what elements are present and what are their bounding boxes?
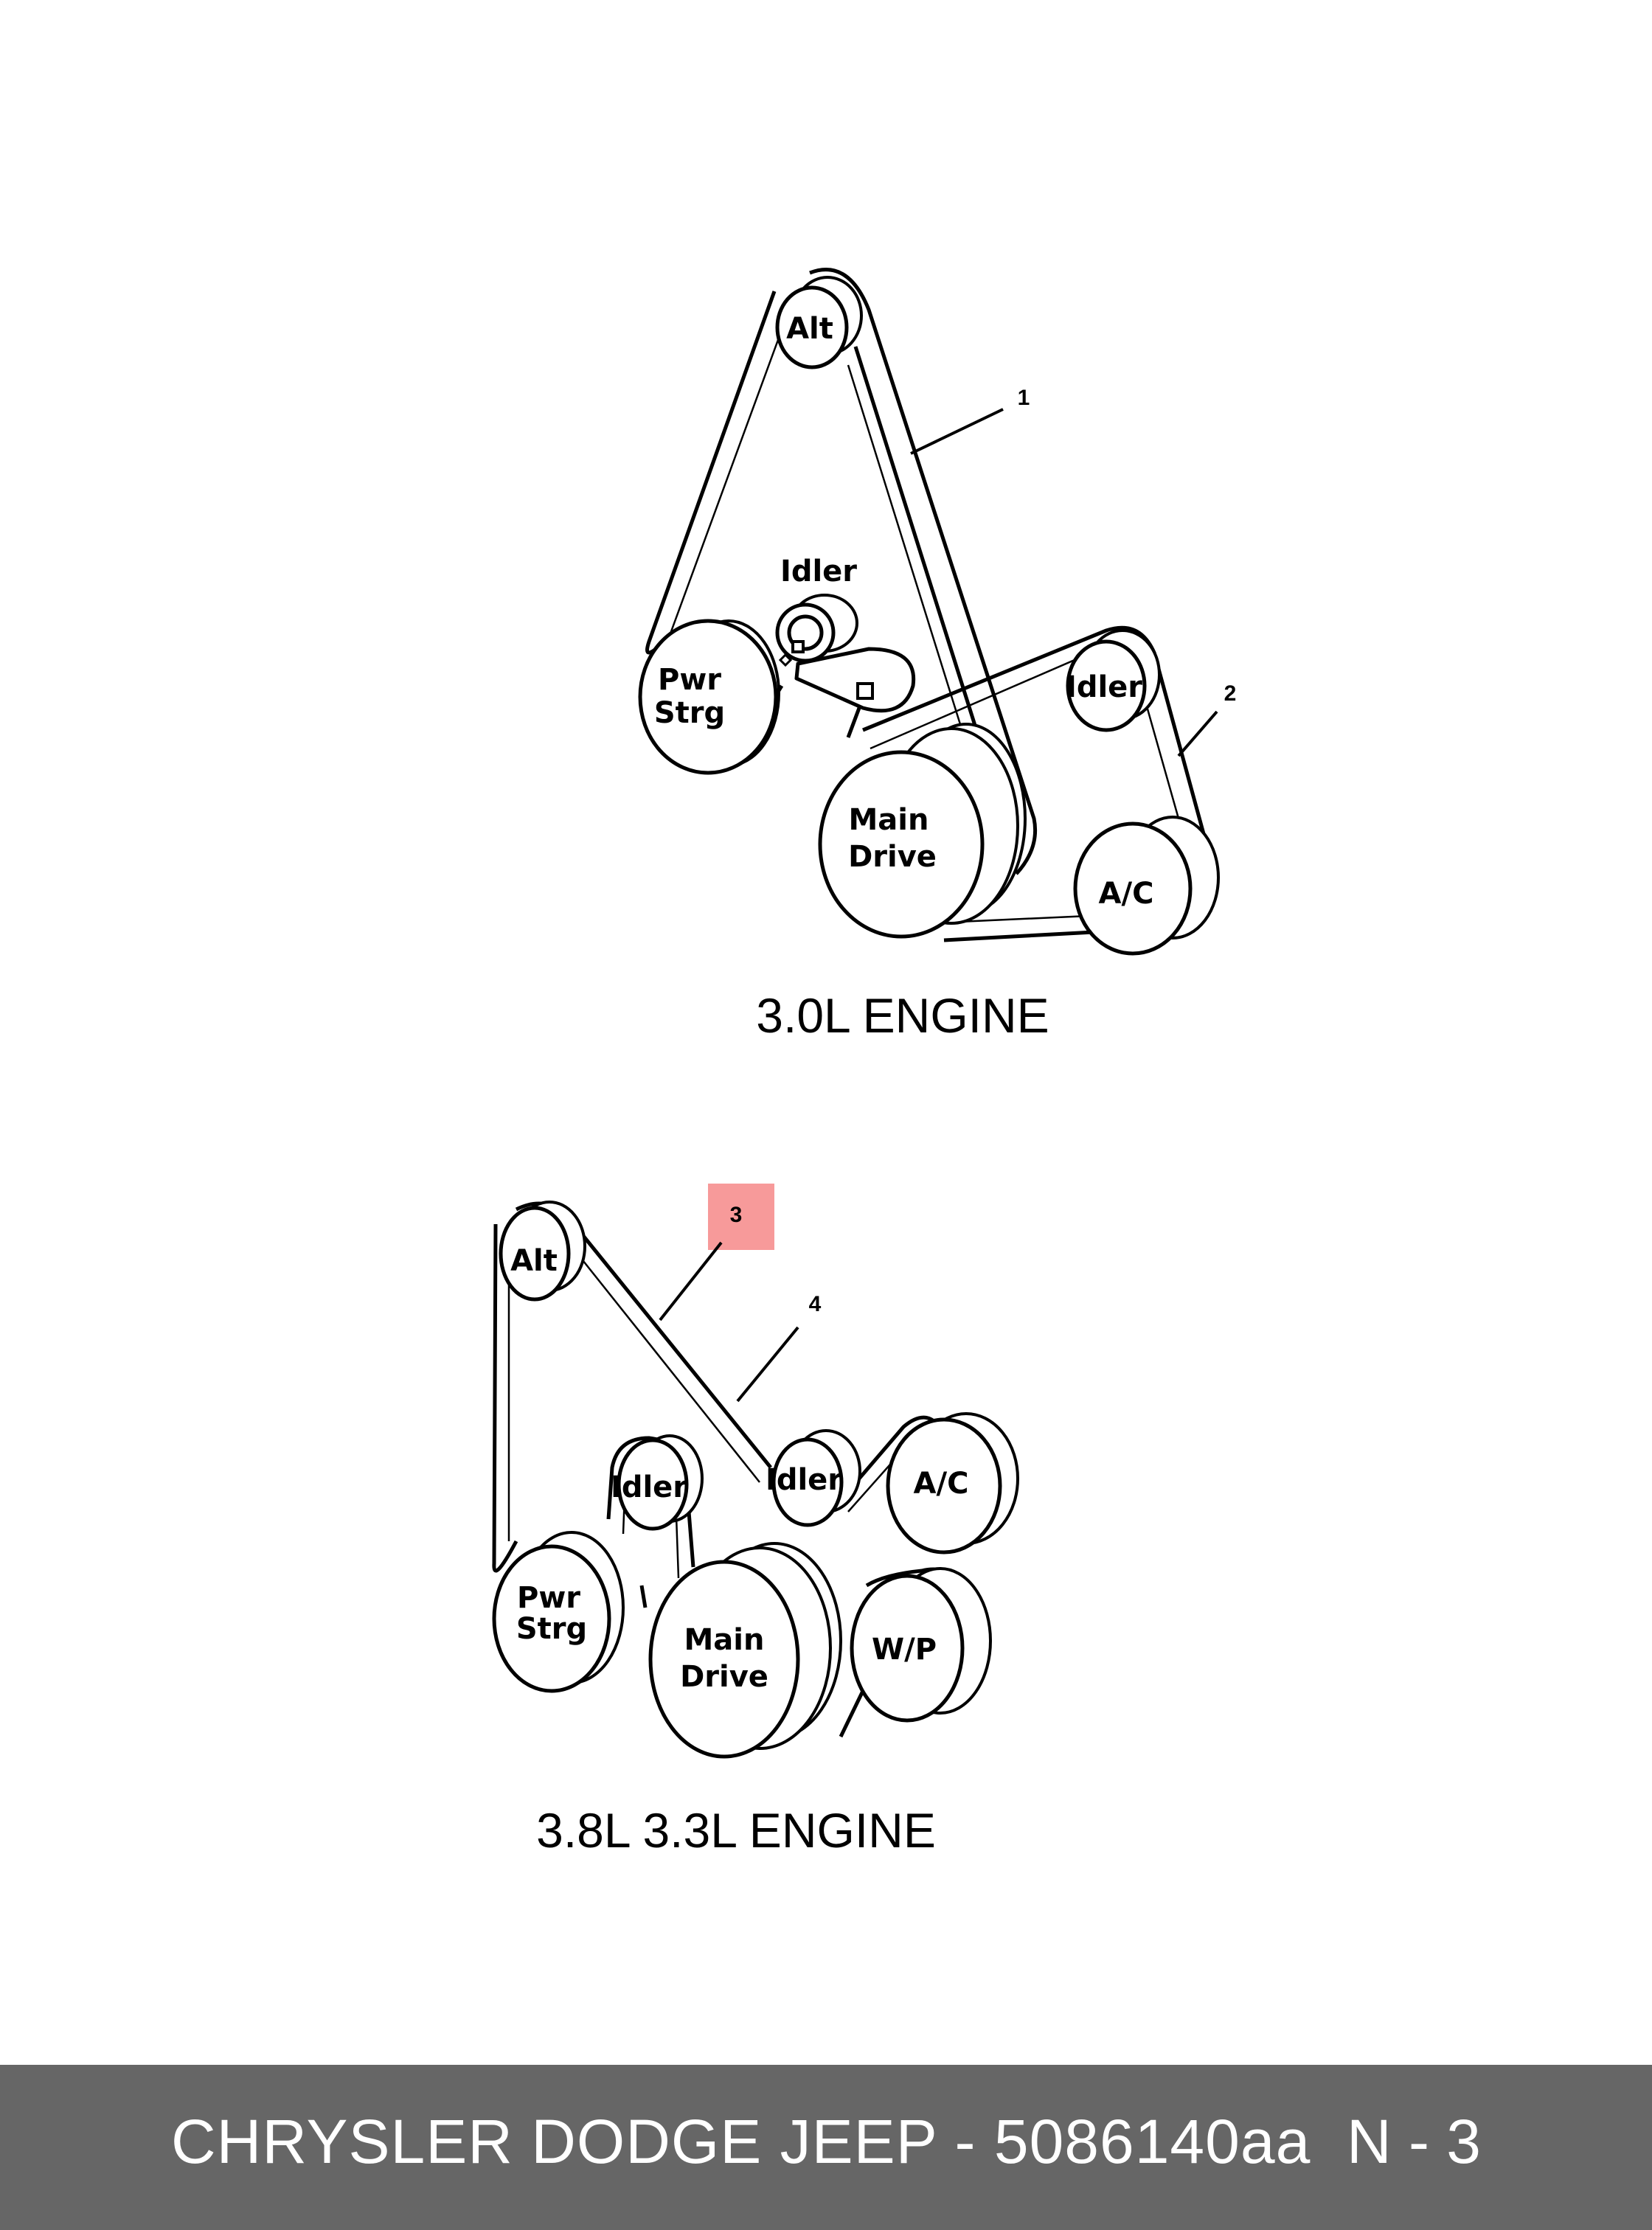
pulley-label: Pwr	[658, 663, 721, 697]
pulley-label: Idler	[1066, 670, 1142, 704]
pulley-label: Main	[684, 1623, 765, 1657]
pulley-label: A/C	[914, 1467, 969, 1501]
footer-bar: CHRYSLER DODGE JEEP - 5086140aa N - 3	[0, 2065, 1652, 2230]
callout-1: 1	[1018, 386, 1030, 410]
engine-label-3-8l-3-3l: 3.8L 3.3L ENGINE	[536, 1803, 936, 1858]
pulley-label: Drive	[848, 840, 937, 874]
pulley-label: W/P	[872, 1633, 937, 1667]
callout-1-leader	[910, 408, 1004, 455]
diagram-3-8l-3-3l-engine: Alt Idler Idler A/C Pwr Strg	[492, 1184, 1019, 1858]
pulley-pwr-strg-bottom: Pwr Strg	[492, 1531, 625, 1693]
pulley-label: Strg	[654, 696, 725, 730]
pulley-idler-left-bottom: Idler	[611, 1434, 704, 1531]
pulley-label: Idler	[611, 1470, 687, 1504]
pulley-idler-upper-top: Idler	[775, 555, 916, 713]
page-indicator: N - 3	[1347, 2107, 1482, 2176]
pulley-ac-bottom: A/C	[886, 1412, 1019, 1555]
pulley-label: Drive	[680, 1660, 768, 1694]
pulley-label: Main	[849, 803, 929, 837]
pulley-label: Strg	[516, 1612, 587, 1646]
engine-label-3-0l: 3.0L ENGINE	[756, 988, 1049, 1043]
pulley-alt-top: Alt	[775, 276, 863, 369]
pulley-label: Alt	[510, 1244, 558, 1278]
callout-4-leader	[736, 1326, 799, 1403]
belt-routing-diagram: Alt Idler Pwr Strg Idler	[492, 268, 1237, 1858]
pulley-label: Idler	[766, 1463, 842, 1497]
pulley-label: Idler	[780, 555, 857, 588]
belt-3-4-inner	[507, 1246, 908, 1579]
pulley-main-drive-bottom: Main Drive	[648, 1542, 842, 1759]
callout-3: 3	[730, 1203, 743, 1227]
part-number-label: CHRYSLER DODGE JEEP - 5086140aa	[171, 2107, 1311, 2176]
pulley-label: Pwr	[517, 1581, 580, 1615]
callout-3-highlight	[708, 1184, 774, 1250]
diagram-3-0l-engine: Alt Idler Pwr Strg Idler	[638, 268, 1237, 1043]
callout-3-leader	[659, 1241, 723, 1321]
pulley-wp-bottom: W/P	[850, 1567, 992, 1723]
callout-2-leader	[1177, 710, 1218, 757]
pulley-label: A/C	[1099, 877, 1154, 911]
pulley-idler-right-top: Idler	[1066, 629, 1161, 732]
pulley-main-drive-top: Main Drive	[818, 723, 1027, 939]
callout-2: 2	[1224, 681, 1237, 706]
pulley-pwr-strg-top: Pwr Strg	[638, 619, 780, 775]
pulley-label: Alt	[786, 312, 833, 346]
pulley-ac-top: A/C	[1073, 816, 1220, 956]
pulley-idler-right-bottom: Idler	[766, 1429, 861, 1527]
pulley-alt-bottom: Alt	[499, 1201, 586, 1302]
callout-4: 4	[809, 1292, 822, 1316]
